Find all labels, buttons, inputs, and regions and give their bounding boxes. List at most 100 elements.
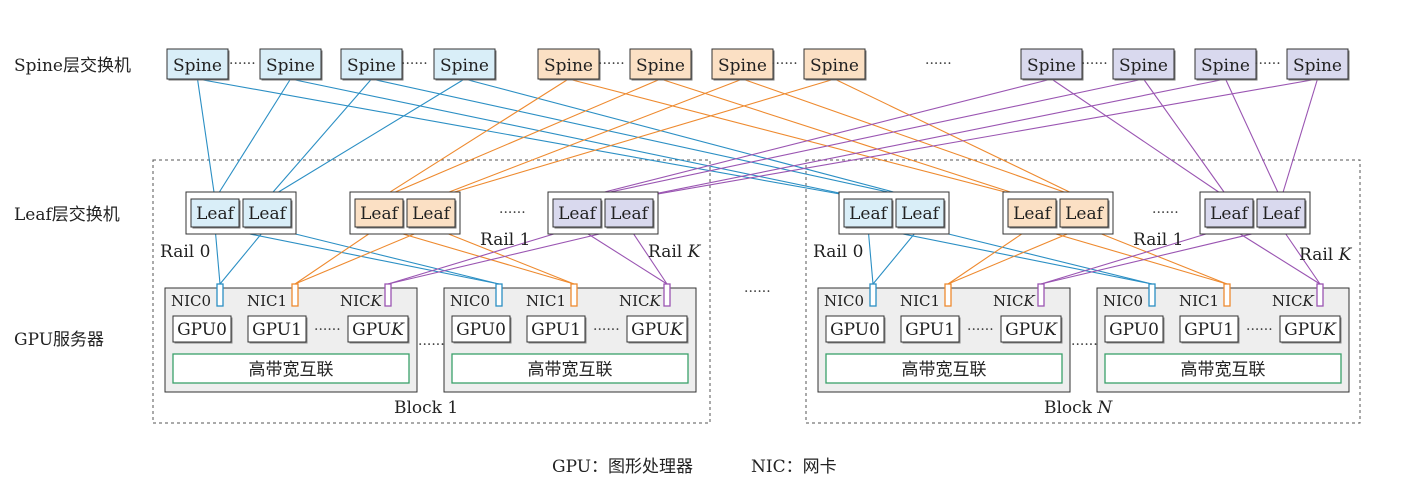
nic0-label: NIC0 [1103,292,1143,310]
leaf-box [242,198,292,228]
leaf-label: Leaf [248,204,287,224]
spine-box [537,48,600,80]
spine-label: Spine [440,56,489,76]
gpu1-box: GPU1 [1179,315,1240,344]
block-1-border [152,159,711,424]
leaf-label: Leaf [1262,204,1301,224]
spine-leaf-link [628,78,1226,200]
spine-leaf-link [742,78,1085,200]
caption-gpu: GPU：图形处理器 [552,457,693,477]
leaf-group-3: Leaf Leaf [547,191,659,235]
spine-leaf-link [568,78,1033,200]
leaf-switch: Leaf [1204,198,1255,229]
spine-box [433,48,496,80]
spine-leaf-link [214,78,291,200]
spine-box [259,48,322,80]
spine-leaf-link [1225,78,1282,200]
gpu-label: GPUK [1005,320,1058,340]
spine-box [166,48,229,80]
leaf-row-label: Leaf层交换机 [14,205,120,225]
gpu1-box: GPU1 [526,315,587,344]
spine-box [1112,48,1175,80]
block-ellipsis: ······ [744,284,771,300]
gpu-label: GPUK [631,320,684,340]
rail-1-label-blockN: Rail 1 [1133,230,1183,250]
leaf-box [406,198,456,228]
nic0-label: NIC0 [450,292,490,310]
nic-port [495,283,503,307]
leaf-label: Leaf [901,204,940,224]
spine-leaf-link [1280,78,1319,200]
leaf-switch: Leaf [190,198,241,229]
rail-k-label-block1: Rail K [648,242,702,262]
spine-switch-1: Spine [166,48,230,81]
spine-ellipsis-1: ······ [229,56,256,72]
leaf-switch: Leaf [604,198,655,229]
leaf-nic-link [266,226,500,285]
spine-box [711,48,774,80]
leaf-nic-link [294,226,380,285]
leaf-layer: Leaf Leaf Leaf Leaf Leaf Leaf Leaf Leaf Leaf Leaf… [185,191,1311,235]
interconnect-box [825,353,1063,384]
gpu-box [825,315,885,343]
spine-leaf-link [378,78,569,200]
spine-leaf-link [1051,78,1230,200]
nic-port [944,283,952,307]
spine-switch-5: Spine [537,48,601,81]
leaf-label: Leaf [1065,204,1104,224]
gpuk-box: GPUK [347,315,410,344]
nick-label: NICK [993,292,1036,310]
spine-leaf-link [266,78,372,200]
spine-label: Spine [544,56,593,76]
leaf-nic-link [1040,226,1282,285]
spine-leaf-link [834,78,1085,200]
nic-port [869,283,877,307]
spine-label: Spine [810,56,859,76]
gpu-row-label: GPU服务器 [14,330,104,350]
gpu0-box: GPU0 [451,315,512,344]
leaf-nic-link [387,226,630,285]
spine-switch-9: Spine [1020,48,1084,81]
nic-port [1223,283,1231,307]
leaf-switch: Leaf [242,198,293,229]
leaf-box [843,198,893,228]
gpu-ellipsis: ······ [1246,322,1273,338]
spine-label: Spine [1119,56,1168,76]
spine-leaf-link [371,78,921,200]
leaf-box [895,198,945,228]
rail-k-label-blockN: Rail K [1299,245,1353,265]
leaf-nic-link [378,226,575,285]
nick-label: NICK [1272,292,1315,310]
spine-ellipsis-4: ······ [771,56,798,72]
gpu-label: GPU0 [1109,320,1159,340]
block-n-label: Block N [1044,398,1113,418]
block-n-border [805,159,1361,424]
leaf-box [1204,198,1254,228]
leaf-nic-link [576,226,668,285]
block-1-label: Block 1 [394,398,458,418]
spine-ellipsis-5: ······ [925,56,952,72]
nic0-label: NIC0 [171,292,211,310]
gpu-box [526,315,586,343]
caption-nic: NIC：网卡 [751,457,837,477]
leaf-nic-link [1228,226,1321,285]
spine-switch-4: Spine [433,48,497,81]
gpu-label: GPU0 [830,320,880,340]
leaf-box [1007,198,1057,228]
leaf-nic-link [628,226,668,285]
spine-label: Spine [347,56,396,76]
leaf-ellipsis-2: ······ [1152,205,1179,221]
spine-leaf-link [290,78,869,200]
leaf-label: Leaf [412,204,451,224]
leaf-label: Leaf [1013,204,1052,224]
spine-switch-12: Spine [1286,48,1350,81]
leaf-label: Leaf [558,204,597,224]
gpu-box [451,315,511,343]
leaf-nic-link [867,226,874,285]
